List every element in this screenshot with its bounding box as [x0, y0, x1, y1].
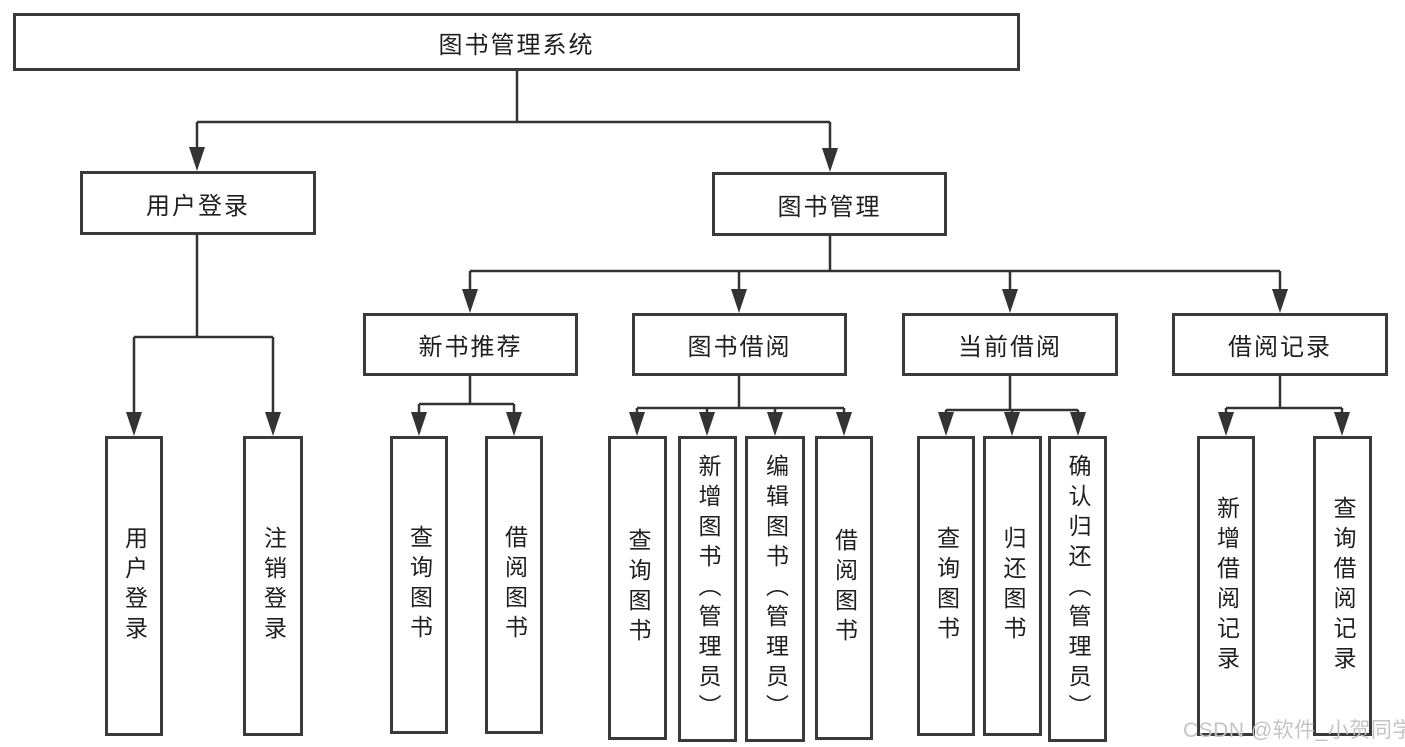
- node-book-borrowing-label: 图书借阅: [687, 334, 792, 361]
- leaf-recommend-borrow-books-label: 借阅图书: [501, 525, 528, 645]
- node-new-book-recommend-label: 新书推荐: [418, 334, 523, 361]
- leaf-borrowing-borrow-books-label: 借阅图书: [831, 528, 858, 648]
- node-user-login-label: 用户登录: [146, 192, 250, 220]
- leaf-user-login: 用户登录: [105, 436, 163, 736]
- node-root-label: 图书管理系统: [438, 31, 595, 59]
- leaf-records-query-record: 查询借阅记录: [1313, 436, 1372, 736]
- leaf-borrowing-query-books-label: 查询图书: [625, 528, 651, 648]
- node-current-borrowing-label: 当前借阅: [958, 334, 1062, 361]
- leaf-logout: 注销登录: [243, 436, 303, 736]
- leaf-borrowing-edit-books-admin: 编辑图书（管理员）: [745, 436, 805, 742]
- node-borrow-records: 借阅记录: [1172, 313, 1388, 376]
- leaf-current-confirm-return-admin: 确认归还（管理员）: [1048, 436, 1107, 742]
- leaf-records-query-record-label: 查询借阅记录: [1330, 496, 1356, 676]
- leaf-user-login-label: 用户登录: [121, 526, 148, 646]
- leaf-current-query-books: 查询图书: [917, 436, 975, 736]
- node-book-management-label: 图书管理: [777, 193, 882, 221]
- leaf-current-return-books-label: 归还图书: [1000, 526, 1026, 646]
- node-book-management: 图书管理: [712, 172, 947, 236]
- leaf-borrowing-add-books-admin-label: 新增图书（管理员）: [695, 454, 721, 724]
- leaf-recommend-query-books-label: 查询图书: [406, 525, 433, 645]
- leaf-borrowing-add-books-admin: 新增图书（管理员）: [678, 436, 737, 742]
- node-book-borrowing: 图书借阅: [632, 313, 847, 376]
- node-user-login: 用户登录: [80, 171, 316, 235]
- leaf-records-add-record: 新增借阅记录: [1197, 436, 1255, 736]
- leaf-current-confirm-return-admin-label: 确认归还（管理员）: [1065, 454, 1091, 724]
- leaf-recommend-borrow-books: 借阅图书: [485, 436, 543, 734]
- leaf-current-query-books-label: 查询图书: [933, 526, 960, 646]
- csdn-watermark: CSDN @软件_小贺同学: [1183, 719, 1405, 742]
- leaf-logout-label: 注销登录: [260, 526, 287, 646]
- leaf-records-add-record-label: 新增借阅记录: [1213, 496, 1240, 676]
- node-borrow-records-label: 借阅记录: [1228, 334, 1332, 361]
- leaf-borrowing-query-books: 查询图书: [608, 436, 667, 740]
- node-root: 图书管理系统: [13, 13, 1020, 71]
- leaf-recommend-query-books: 查询图书: [390, 436, 448, 734]
- leaf-borrowing-borrow-books: 借阅图书: [815, 436, 873, 740]
- leaf-current-return-books: 归还图书: [983, 436, 1042, 736]
- node-new-book-recommend: 新书推荐: [363, 313, 578, 376]
- node-current-borrowing: 当前借阅: [902, 313, 1118, 376]
- leaf-borrowing-edit-books-admin-label: 编辑图书（管理员）: [762, 454, 789, 724]
